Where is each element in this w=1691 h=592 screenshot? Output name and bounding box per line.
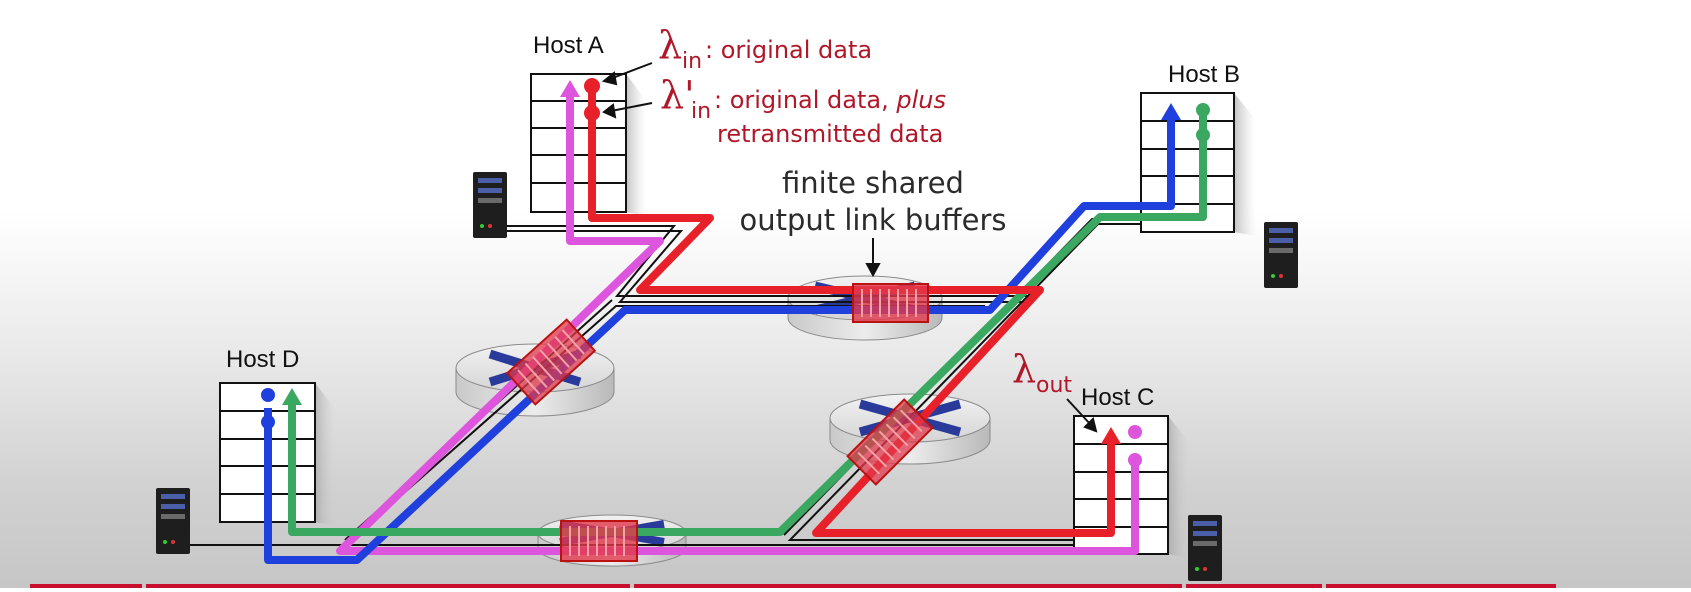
flow-green xyxy=(288,110,1207,536)
flow-red xyxy=(588,86,1115,537)
svg-text:λ: λ xyxy=(1012,347,1036,391)
dot-green-1 xyxy=(1196,103,1210,117)
output-buffer-top-left xyxy=(505,318,597,406)
flow-blue xyxy=(264,118,1175,564)
bottom-accent-5 xyxy=(1326,584,1556,588)
svg-text:in: in xyxy=(691,99,711,124)
buffers-label-line1: finite shared xyxy=(782,166,964,200)
host-b-label: Host B xyxy=(1168,61,1240,88)
svg-text:retransmitted data: retransmitted data xyxy=(717,120,943,148)
dot-blue-2 xyxy=(261,415,275,429)
dot-red-2 xyxy=(584,105,600,121)
server-icon-host-a xyxy=(473,172,507,238)
arrow-blue xyxy=(1161,103,1181,120)
server-icon-host-c xyxy=(1188,515,1222,581)
lambda-out-annotation: λ out xyxy=(1012,347,1072,398)
buffers-label-line2: output link buffers xyxy=(739,203,1006,237)
dot-magenta-1 xyxy=(1128,425,1142,439)
host-a-label: Host A xyxy=(533,32,604,59)
bottom-accent-4 xyxy=(1186,584,1322,588)
arrow-red xyxy=(1101,427,1121,444)
output-buffer-top-right xyxy=(852,283,929,323)
dot-blue-1 xyxy=(261,388,275,402)
dot-red-1 xyxy=(584,78,600,94)
dot-green-2 xyxy=(1196,128,1210,142)
svg-text:λ': λ' xyxy=(660,73,695,117)
dot-magenta-2 xyxy=(1128,453,1142,467)
host-d-label: Host D xyxy=(226,346,299,373)
arrow-magenta xyxy=(560,80,580,97)
host-c-label: Host C xyxy=(1081,384,1154,411)
svg-text:in: in xyxy=(682,49,702,74)
host-b-buffer xyxy=(1140,92,1256,236)
bottom-accent-2 xyxy=(146,584,630,588)
server-icon-host-d xyxy=(156,488,190,554)
host-d-buffer xyxy=(219,382,336,526)
bottom-accent-1 xyxy=(30,584,142,588)
svg-text:: original data: : original data xyxy=(705,36,872,64)
arrow-green xyxy=(282,388,302,405)
svg-text:: original data, plus: : original data, plus xyxy=(714,86,946,114)
lambda-in-annotation: λ in : original data xyxy=(658,23,872,74)
svg-text:λ: λ xyxy=(658,23,682,67)
output-buffer-bottom-right xyxy=(846,398,934,486)
bottom-accent-3 xyxy=(634,584,1182,588)
server-icon-host-b xyxy=(1264,222,1298,288)
output-buffer-bottom xyxy=(560,520,638,562)
lambda-in-prime-annotation: λ' in : original data, plus retransmitte… xyxy=(660,73,946,148)
svg-text:out: out xyxy=(1036,373,1072,398)
annotation-arrows xyxy=(601,62,1098,433)
flow-magenta xyxy=(336,95,1139,555)
